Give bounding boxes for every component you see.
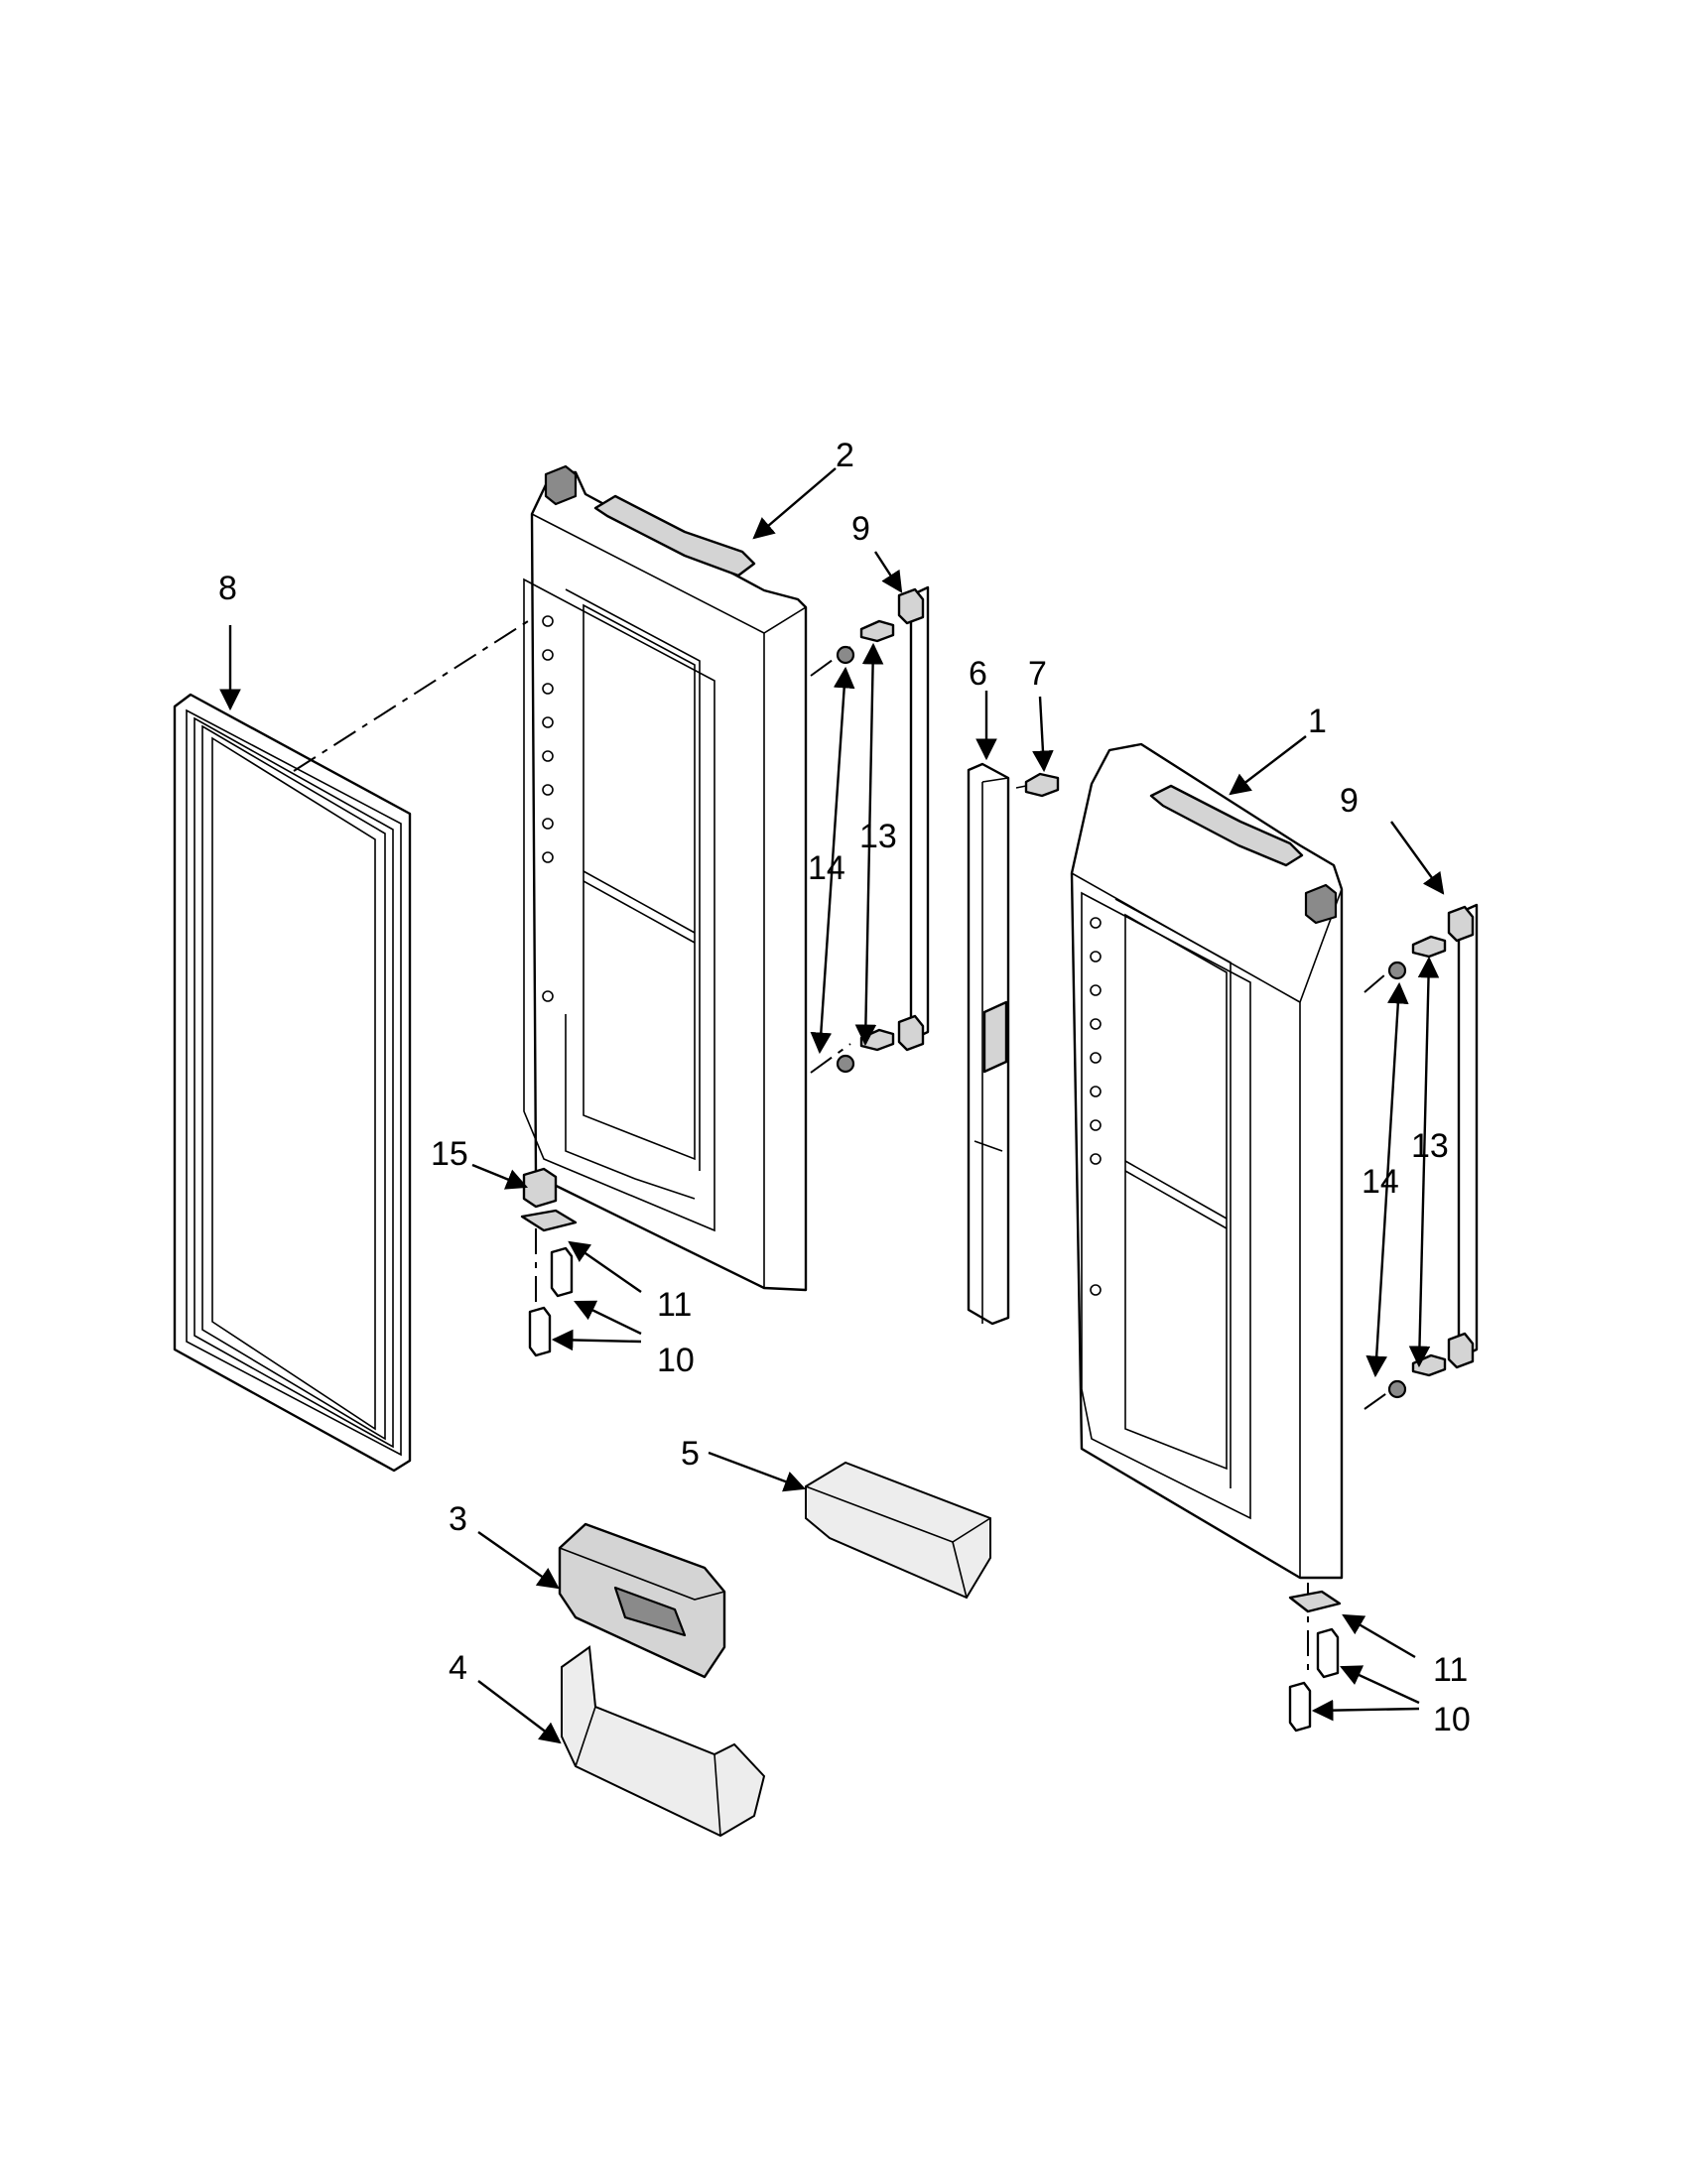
- leader-arrows: [219, 467, 1445, 1744]
- left-door-liner-part-2: [523, 464, 808, 1292]
- door-bin-part-5: [805, 1461, 991, 1600]
- callout-11-right: 11: [1433, 1651, 1468, 1689]
- dairy-bin-part-4: [561, 1645, 766, 1838]
- right-hinge-hardware: [1288, 1590, 1342, 1733]
- callout-10-left: 10: [657, 1342, 695, 1379]
- dairy-door-part-3: [558, 1522, 726, 1679]
- callout-8: 8: [218, 570, 237, 607]
- callout-14-right: 14: [1362, 1163, 1399, 1201]
- right-door-liner-part-1: [1070, 742, 1344, 1580]
- left-hinge-hardware: [520, 1167, 578, 1357]
- callout-3: 3: [449, 1500, 467, 1538]
- callout-14-left: 14: [808, 849, 845, 887]
- callout-5: 5: [681, 1435, 700, 1473]
- screw-part-7: [1015, 772, 1060, 798]
- callout-11-left: 11: [657, 1286, 692, 1324]
- left-door-shelf-tabs: [542, 615, 554, 1002]
- handle-part-9-left: [897, 585, 930, 1052]
- door-gasket-part-8: [173, 693, 412, 1473]
- callout-7: 7: [1028, 655, 1047, 693]
- flip-mullion-part-6: [967, 762, 1010, 1326]
- right-door-shelf-tabs: [1090, 917, 1102, 1296]
- callout-4: 4: [449, 1649, 467, 1687]
- callout-2: 2: [836, 437, 854, 474]
- callout-9-right: 9: [1340, 782, 1359, 820]
- callout-6: 6: [969, 655, 987, 693]
- handle-part-9-right: [1447, 903, 1479, 1369]
- callout-13-right: 13: [1411, 1127, 1449, 1165]
- callout-9-left: 9: [851, 510, 870, 548]
- callout-13-left: 13: [859, 818, 897, 855]
- callout-1: 1: [1308, 703, 1327, 740]
- callout-10-right: 10: [1433, 1701, 1471, 1738]
- callout-labels: 8 2 9 6 7 1 9 14 13 14 13 15 11 10 5 3 4…: [218, 437, 1471, 1738]
- callout-15: 15: [431, 1135, 468, 1173]
